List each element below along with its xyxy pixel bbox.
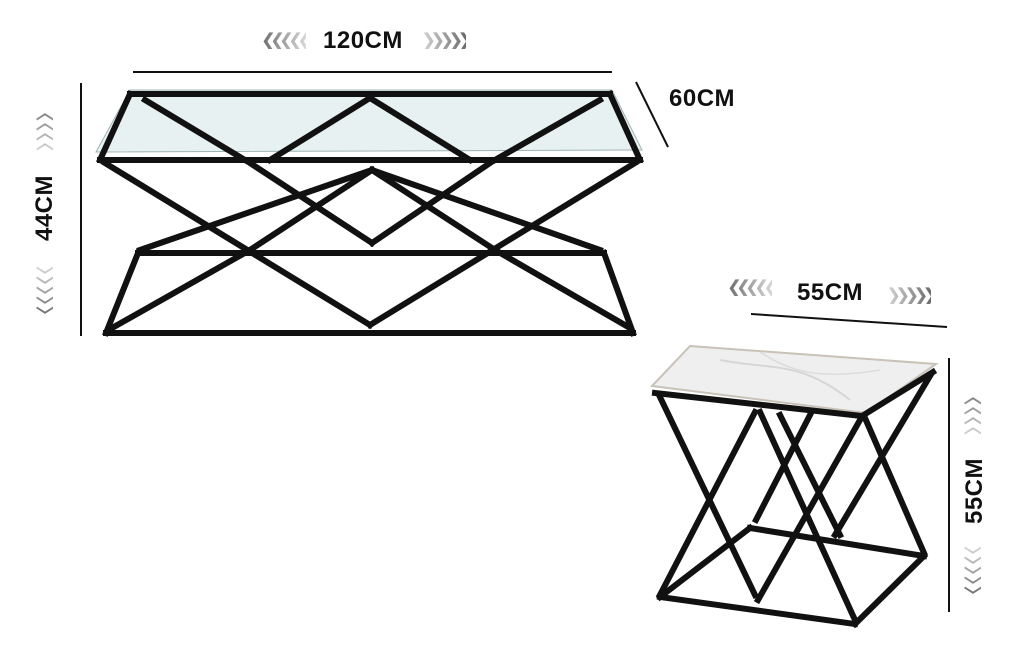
side-width-dimension-line [750, 313, 948, 328]
coffee-table-glass-top [95, 89, 643, 153]
side-table-frame [651, 367, 938, 629]
side-table [649, 344, 939, 629]
coffee-table-width-label: 120CM [323, 27, 403, 54]
side-table-height-label: 55CM [961, 457, 989, 525]
down-chevron-arrows-icon: ﹀﹀﹀﹀﹀ [962, 546, 982, 596]
coffee-table-depth-label: 60CM [669, 85, 736, 112]
side-table-width-label: 55CM [797, 279, 864, 306]
up-chevron-arrows-icon: ︿︿︿︿︿ [962, 387, 982, 437]
coffee-depth-dimension-line [635, 81, 669, 148]
right-chevron-arrows-icon: ❯❯❯❯❯ [886, 285, 937, 305]
up-chevron-arrows-icon: ︿︿︿︿︿ [34, 103, 54, 153]
left-chevron-arrows-icon: ❮❮❮❮❮ [727, 277, 778, 297]
coffee-table [95, 89, 644, 337]
right-chevron-arrows-icon: ❯❯❯❯❯ [421, 30, 472, 50]
coffee-table-frame [96, 90, 644, 337]
left-chevron-arrows-icon: ❮❮❮❮❮ [261, 30, 312, 50]
side-table-marble-top [649, 344, 939, 415]
down-chevron-arrows-icon: ﹀﹀﹀﹀﹀ [34, 266, 54, 316]
coffee-table-height-label: 44CM [31, 174, 59, 242]
